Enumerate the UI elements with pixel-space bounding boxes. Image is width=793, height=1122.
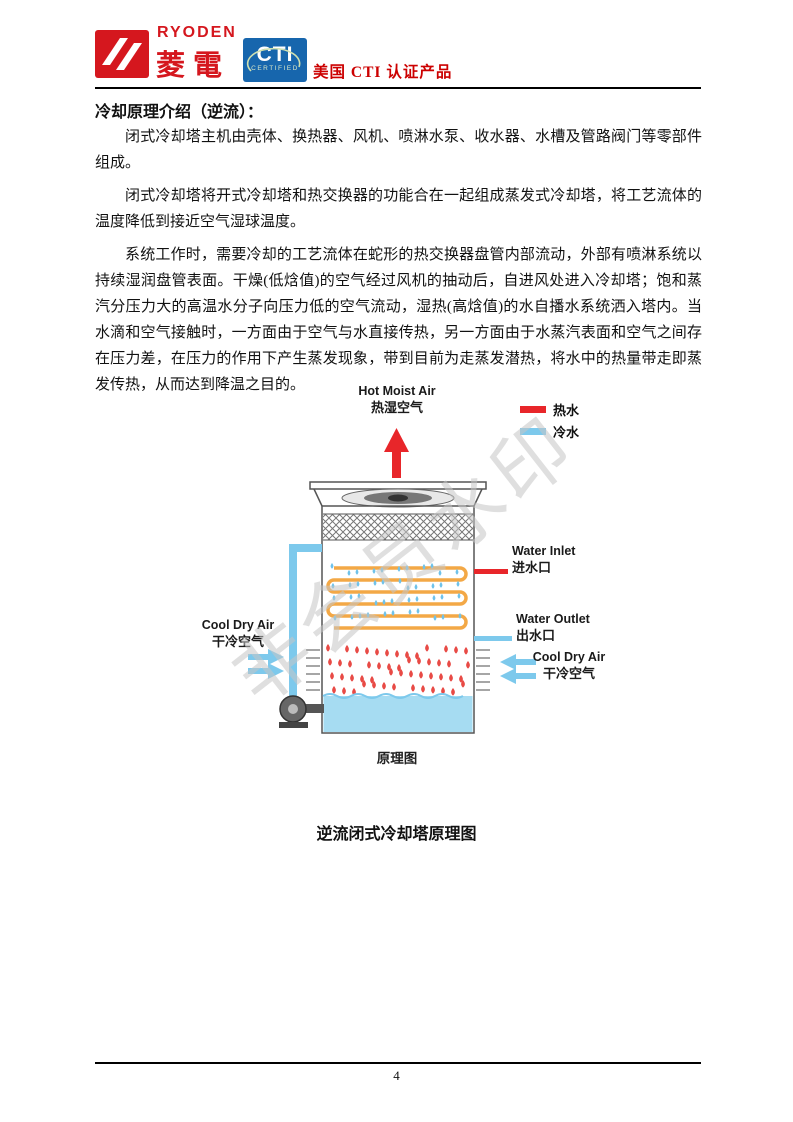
- cool-dry-air-left-zh: 干冷空气: [211, 634, 264, 649]
- cold-water-pipe: [289, 544, 322, 700]
- legend-cold-bar: [520, 428, 546, 435]
- legend-hot-water-label: 热水: [553, 403, 580, 418]
- cool-dry-air-left-en: Cool Dry Air: [201, 618, 275, 632]
- fan-assembly: [309, 481, 487, 508]
- hot-moist-air-label-en: Hot Moist Air: [358, 384, 436, 398]
- water-outlet-label-en: Water Outlet: [516, 612, 590, 626]
- paragraph-2: 闭式冷却塔将开式冷却塔和热交换器的功能合在一起组成蒸发式冷却塔，将工艺流体的温度…: [95, 188, 702, 230]
- header-rule: [95, 87, 701, 89]
- air-inlet-louvers: [306, 649, 490, 691]
- ryoden-logo-mark: [95, 30, 149, 83]
- spray-pump: [279, 695, 324, 728]
- legend-cold-water-label: 冷水: [553, 425, 580, 440]
- water-outlet-pipe: [474, 636, 512, 641]
- cool-dry-air-right-zh: 干冷空气: [542, 666, 595, 681]
- cool-air-arrows-right: [500, 654, 536, 684]
- certification-label: 美国 CTI 认证产品: [313, 64, 453, 81]
- ryoden-logo-chinese: 菱電: [156, 50, 231, 82]
- water-basin: [322, 693, 473, 732]
- water-outlet-label-zh: 出水口: [516, 628, 556, 643]
- cti-swoosh-icon: [246, 47, 301, 72]
- cool-air-arrows-left: [248, 649, 284, 679]
- legend-hot-bar: [520, 406, 546, 413]
- hot-moist-air-label-zh: 热湿空气: [370, 400, 423, 415]
- cti-logo: CTI CERTIFIED: [243, 38, 307, 82]
- section-title: 冷却原理介绍（逆流）：: [95, 104, 264, 121]
- page-number: 4: [393, 1068, 400, 1083]
- cooling-tower-diagram: Hot Moist Air 热湿空气 热水 冷水 Water Inlet 进水口…: [0, 378, 793, 778]
- cool-dry-air-right-label: Cool Dry Air 干冷空气: [524, 650, 614, 682]
- hot-air-arrow-icon: [384, 428, 409, 478]
- falling-water-droplets: [326, 644, 470, 696]
- footer-rule: [95, 1062, 701, 1064]
- body-text: 闭式冷却塔主机由壳体、换热器、风机、喷淋水泵、收水器、水槽及管路阀门等零部件组成…: [95, 124, 702, 405]
- cooling-tower-graphic: [248, 406, 546, 734]
- water-inlet-label-en: Water Inlet: [512, 544, 576, 558]
- water-outlet-label: Water Outlet 出水口: [516, 612, 626, 644]
- water-inlet-pipe: [474, 569, 508, 574]
- tower-body: [321, 505, 475, 734]
- cti-logo-subtext: CERTIFIED: [251, 65, 299, 72]
- figure-caption: 逆流闭式冷却塔原理图: [316, 826, 477, 843]
- drift-eliminator: [323, 513, 473, 541]
- ryoden-logo-icon: [95, 30, 149, 78]
- water-inlet-label-zh: 进水口: [512, 560, 552, 575]
- schematic-caption: 原理图: [376, 751, 418, 766]
- hot-moist-air-label: Hot Moist Air 热湿空气: [317, 384, 477, 416]
- cool-dry-air-right-en: Cool Dry Air: [532, 650, 606, 664]
- water-inlet-label: Water Inlet 进水口: [512, 544, 612, 576]
- cool-dry-air-left-label: Cool Dry Air 干冷空气: [181, 618, 295, 650]
- ryoden-logo-text: RYODEN: [157, 24, 237, 41]
- paragraph-3: 系统工作时，需要冷却的工艺流体在蛇形的热交换器盘管内部流动，外部有喷淋系统以持续…: [95, 247, 702, 393]
- paragraph-1: 闭式冷却塔主机由壳体、换热器、风机、喷淋水泵、收水器、水槽及管路阀门等零部件组成…: [95, 129, 702, 171]
- heat-exchange-coil: [326, 566, 468, 630]
